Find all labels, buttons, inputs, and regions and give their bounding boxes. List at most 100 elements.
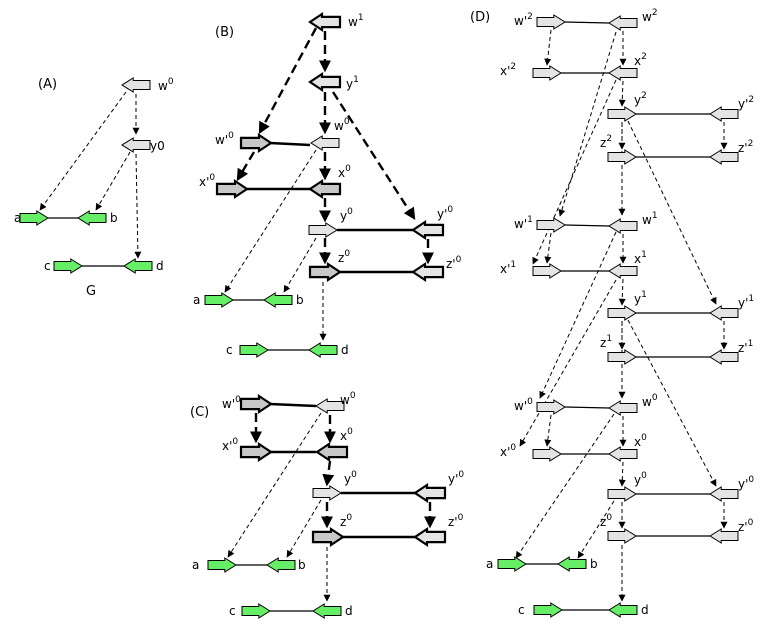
node-wp0-d	[536, 399, 566, 415]
node-wp2-d	[536, 14, 566, 30]
label-xp1-d: x'1	[500, 260, 516, 276]
edge-x-y-1-d	[618, 278, 626, 306]
label-x0-d: x0	[634, 433, 647, 449]
label-w1-d: w1	[642, 211, 658, 227]
edge-wp-xp-0-d	[544, 414, 552, 447]
edges-layer	[39, 21, 728, 612]
label-w2-d: w2	[642, 8, 658, 24]
label-y2-d: y2	[634, 91, 647, 107]
nodes-layer	[19, 11, 739, 619]
node-c-a	[53, 258, 83, 274]
label-wp2-d: w'2	[514, 12, 533, 28]
node-x0-c	[315, 441, 349, 463]
node-xp0-b	[215, 178, 249, 200]
edge-x-y-0-d	[618, 461, 626, 487]
node-z2-d	[607, 149, 637, 165]
label-zp0-b: z'0	[446, 255, 462, 271]
node-zp0-d	[709, 528, 739, 544]
node-b-b	[263, 292, 293, 308]
label-b-b: b	[296, 293, 304, 307]
edge-wp-w-2-d	[564, 21, 610, 24]
node-wp0-b	[239, 132, 273, 154]
label-xp0-d: x'0	[500, 443, 516, 459]
edge-y0-b-a	[95, 151, 131, 211]
panel-a-label: (A)	[38, 77, 58, 92]
label-d-c: d	[345, 604, 353, 618]
label-c-d: c	[518, 603, 525, 617]
label-zp0-d: z'0	[738, 518, 754, 534]
label-z0-b: z0	[338, 249, 350, 265]
node-z1-d	[607, 349, 637, 365]
node-x1-d	[608, 263, 638, 279]
edge-y0-b-b	[283, 237, 317, 293]
node-wp0-c	[239, 393, 273, 415]
label-w0-d: w0	[642, 393, 658, 409]
node-c-b	[239, 342, 269, 358]
edge-wp-xp-1-d	[544, 232, 552, 264]
node-d-c	[312, 603, 342, 619]
node-yp0-c	[413, 482, 447, 504]
node-x2-d	[608, 65, 638, 81]
label-w0-b: w0	[334, 117, 350, 133]
node-yp0-d	[709, 486, 739, 502]
edge-wp0-xp0-b	[236, 151, 256, 182]
label-y0-d: y0	[634, 471, 647, 487]
node-w0-a	[121, 77, 151, 93]
label-z0-c: z0	[340, 513, 352, 529]
node-zp0-c	[413, 526, 447, 548]
label-y0-b: y0	[340, 207, 353, 223]
node-z0-b	[308, 261, 342, 283]
edge-w0-a-a	[39, 91, 127, 211]
node-a-c	[207, 557, 237, 573]
label-zp1-d: z'1	[738, 339, 753, 355]
edge-wp0-w0-b	[269, 141, 311, 147]
label-xp2-d: x'2	[500, 62, 516, 78]
node-y0-c	[312, 485, 342, 501]
edge-wp-w-1-d	[564, 224, 610, 227]
node-a-a	[19, 210, 49, 226]
label-b-d: b	[590, 557, 598, 571]
label-c-b: c	[226, 343, 233, 357]
label-d-a: d	[156, 259, 164, 273]
node-zp0-b	[411, 261, 445, 283]
node-y1-d	[607, 305, 637, 321]
node-yp2-d	[709, 106, 739, 122]
node-y0-d	[607, 486, 637, 502]
edge-w0-a-c	[227, 412, 322, 558]
node-w0-d	[608, 400, 638, 416]
node-w1-d	[608, 218, 638, 234]
label-z0-d: z0	[600, 513, 612, 529]
node-a-b	[204, 292, 234, 308]
edge-w0-a-d	[515, 413, 615, 559]
node-c-c	[241, 603, 271, 619]
label-wp0-b: w'0	[215, 131, 234, 147]
node-y2-d	[607, 106, 637, 122]
node-xp2-d	[532, 65, 562, 81]
edge-x0-y0-c	[322, 460, 335, 487]
edge-x-y-2-d	[618, 80, 626, 107]
label-a-b: a	[193, 293, 200, 307]
label-x0-c: x0	[340, 427, 353, 443]
edge-x2-xp1-d	[532, 79, 617, 265]
label-xp0-b: x'0	[199, 173, 215, 189]
label-wp1-d: w'1	[514, 215, 533, 231]
node-zp1-d	[709, 349, 739, 365]
label-y1-b: y1	[346, 75, 359, 91]
label-wp0-d: w'0	[514, 397, 533, 413]
edge-w1-wp0-b	[258, 27, 318, 135]
node-d-d	[608, 602, 638, 618]
node-x0-d	[608, 446, 638, 462]
panel-b-label: (B)	[215, 25, 235, 40]
node-y0-a	[121, 137, 151, 153]
label-yp1-d: y'1	[738, 294, 754, 310]
node-d-b	[308, 342, 338, 358]
label-w0-c: w0	[340, 391, 356, 407]
edge-wp-w-0-d	[564, 406, 610, 409]
node-w0-c	[315, 398, 345, 414]
label-yp0-c: y'0	[448, 470, 464, 486]
label-yp0-d: y'0	[738, 475, 754, 491]
node-d-a	[123, 258, 153, 274]
node-b-c	[266, 557, 296, 573]
